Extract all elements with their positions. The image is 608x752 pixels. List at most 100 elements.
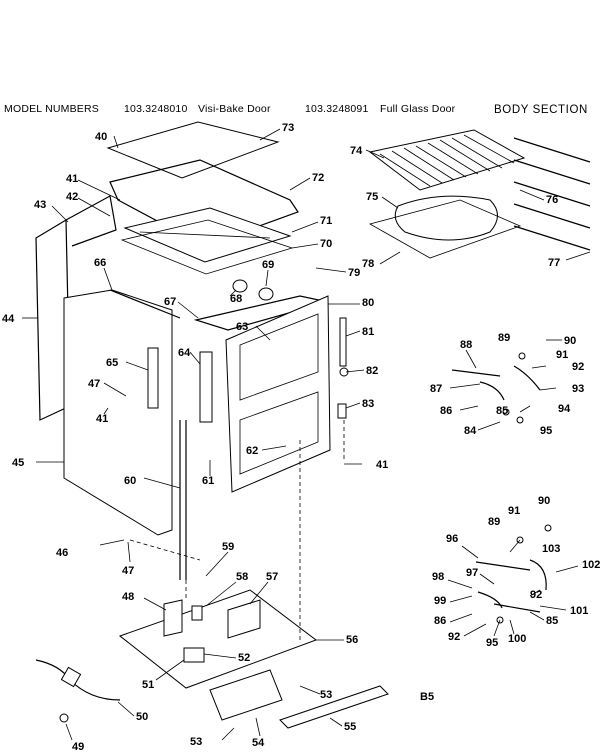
part-label: 61 <box>202 475 214 487</box>
part-label: 81 <box>362 326 374 338</box>
part-label: 41 <box>96 413 108 425</box>
part-label: 93 <box>572 383 584 395</box>
cord-fitting-50 <box>60 666 82 688</box>
part-label: 100 <box>508 633 526 645</box>
part-label: 47 <box>122 565 134 577</box>
part-label: 92 <box>448 631 460 643</box>
part-label: 79 <box>348 267 360 279</box>
burner-frame-rib <box>139 231 271 239</box>
clip-83 <box>337 403 347 419</box>
hinge-assembly-lower <box>475 524 552 624</box>
model-number-2-description: Full Glass Door <box>380 103 456 115</box>
part-label: 86 <box>434 615 446 627</box>
bracket-48 <box>163 599 183 637</box>
side-panel-43 <box>65 195 117 247</box>
bracket-65 <box>147 347 159 409</box>
part-label: 52 <box>238 652 250 664</box>
hinge-assembly-upper <box>451 352 541 424</box>
part-label: 53 <box>320 689 332 701</box>
side-rails-76-77 <box>513 137 591 251</box>
part-label: 71 <box>320 215 332 227</box>
alignment-guides <box>129 420 345 640</box>
strip-81 <box>339 317 347 367</box>
part-label: 41 <box>66 173 78 185</box>
part-label: 63 <box>236 321 248 333</box>
part-label: 89 <box>488 516 500 528</box>
part-label: 74 <box>350 145 363 157</box>
pan-insert-78 <box>368 199 522 259</box>
model-number-1-description: Visi-Bake Door <box>198 103 271 115</box>
window-62 <box>239 391 319 475</box>
part-label: 42 <box>66 191 78 203</box>
part-label: 51 <box>142 679 154 691</box>
part-label: 83 <box>362 398 374 410</box>
part-label: 75 <box>366 191 378 203</box>
model-numbers-label: MODEL NUMBERS <box>4 103 99 115</box>
diagram-header: MODEL NUMBERS 103.3248010 Visi-Bake Door… <box>4 103 588 116</box>
part-label: 45 <box>12 457 24 469</box>
part-label: 90 <box>538 495 550 507</box>
part-label: 50 <box>136 711 148 723</box>
part-label: 43 <box>34 199 46 211</box>
part-label: 58 <box>236 571 248 583</box>
cord-50 <box>35 659 121 701</box>
part-label: 73 <box>282 122 294 134</box>
part-label: 72 <box>312 172 324 184</box>
drawing-lines <box>22 121 591 741</box>
part-label: 102 <box>582 559 600 571</box>
part-label: 53 <box>190 736 202 748</box>
part-label: 86 <box>440 405 452 417</box>
part-label: 84 <box>464 425 477 437</box>
panel-edge-66 <box>109 289 181 319</box>
broil-pan-75 <box>394 195 498 241</box>
part-label: 70 <box>320 238 332 250</box>
part-label: 90 <box>564 335 576 347</box>
part-label: 46 <box>56 547 68 559</box>
part-52 <box>183 647 205 663</box>
part-label: 62 <box>246 445 258 457</box>
part-label: 92 <box>572 361 584 373</box>
part-label: 64 <box>178 347 191 359</box>
rack-74 <box>368 129 526 191</box>
part-label: 67 <box>164 296 176 308</box>
part-label: 47 <box>88 378 100 390</box>
leader-lines <box>22 128 591 741</box>
part-label: 57 <box>266 571 278 583</box>
section-title: BODY SECTION <box>494 104 588 116</box>
part-label: 55 <box>344 721 356 733</box>
part-label: 40 <box>95 131 107 143</box>
part-label: 89 <box>498 332 510 344</box>
part-label: 97 <box>466 567 478 579</box>
part-label: 49 <box>72 741 84 752</box>
part-number-labels: 40 73 74 41 72 43 42 75 76 71 70 78 77 6… <box>2 122 600 752</box>
part-label: 103 <box>542 543 560 555</box>
part-label: 68 <box>230 293 242 305</box>
part-label: 65 <box>106 357 118 369</box>
fastener-49 <box>59 713 69 723</box>
model-number-2: 103.3248091 <box>305 103 369 115</box>
bracket-64 <box>199 351 213 423</box>
knob-69 <box>258 287 274 301</box>
part-label: 91 <box>508 505 520 517</box>
part-label: 41 <box>376 459 388 471</box>
base-56 <box>118 589 318 689</box>
part-label: 98 <box>432 571 444 583</box>
part-label: 87 <box>430 383 442 395</box>
part-label: 48 <box>122 591 134 603</box>
window-63 <box>239 313 319 401</box>
part-label: 77 <box>548 257 560 269</box>
kick-rail-55 <box>279 685 389 729</box>
part-label: 101 <box>570 605 588 617</box>
part-label: 95 <box>540 425 552 437</box>
part-label: 56 <box>346 634 358 646</box>
part-label: 99 <box>434 595 446 607</box>
part-label: 82 <box>366 365 378 377</box>
model-number-1: 103.3248010 <box>124 103 188 115</box>
part-58 <box>191 605 203 621</box>
part-label: 88 <box>460 339 472 351</box>
knob-68 <box>232 279 248 293</box>
part-label: 94 <box>558 403 571 415</box>
part-label: 92 <box>530 589 542 601</box>
top-trim-72 <box>109 159 299 247</box>
